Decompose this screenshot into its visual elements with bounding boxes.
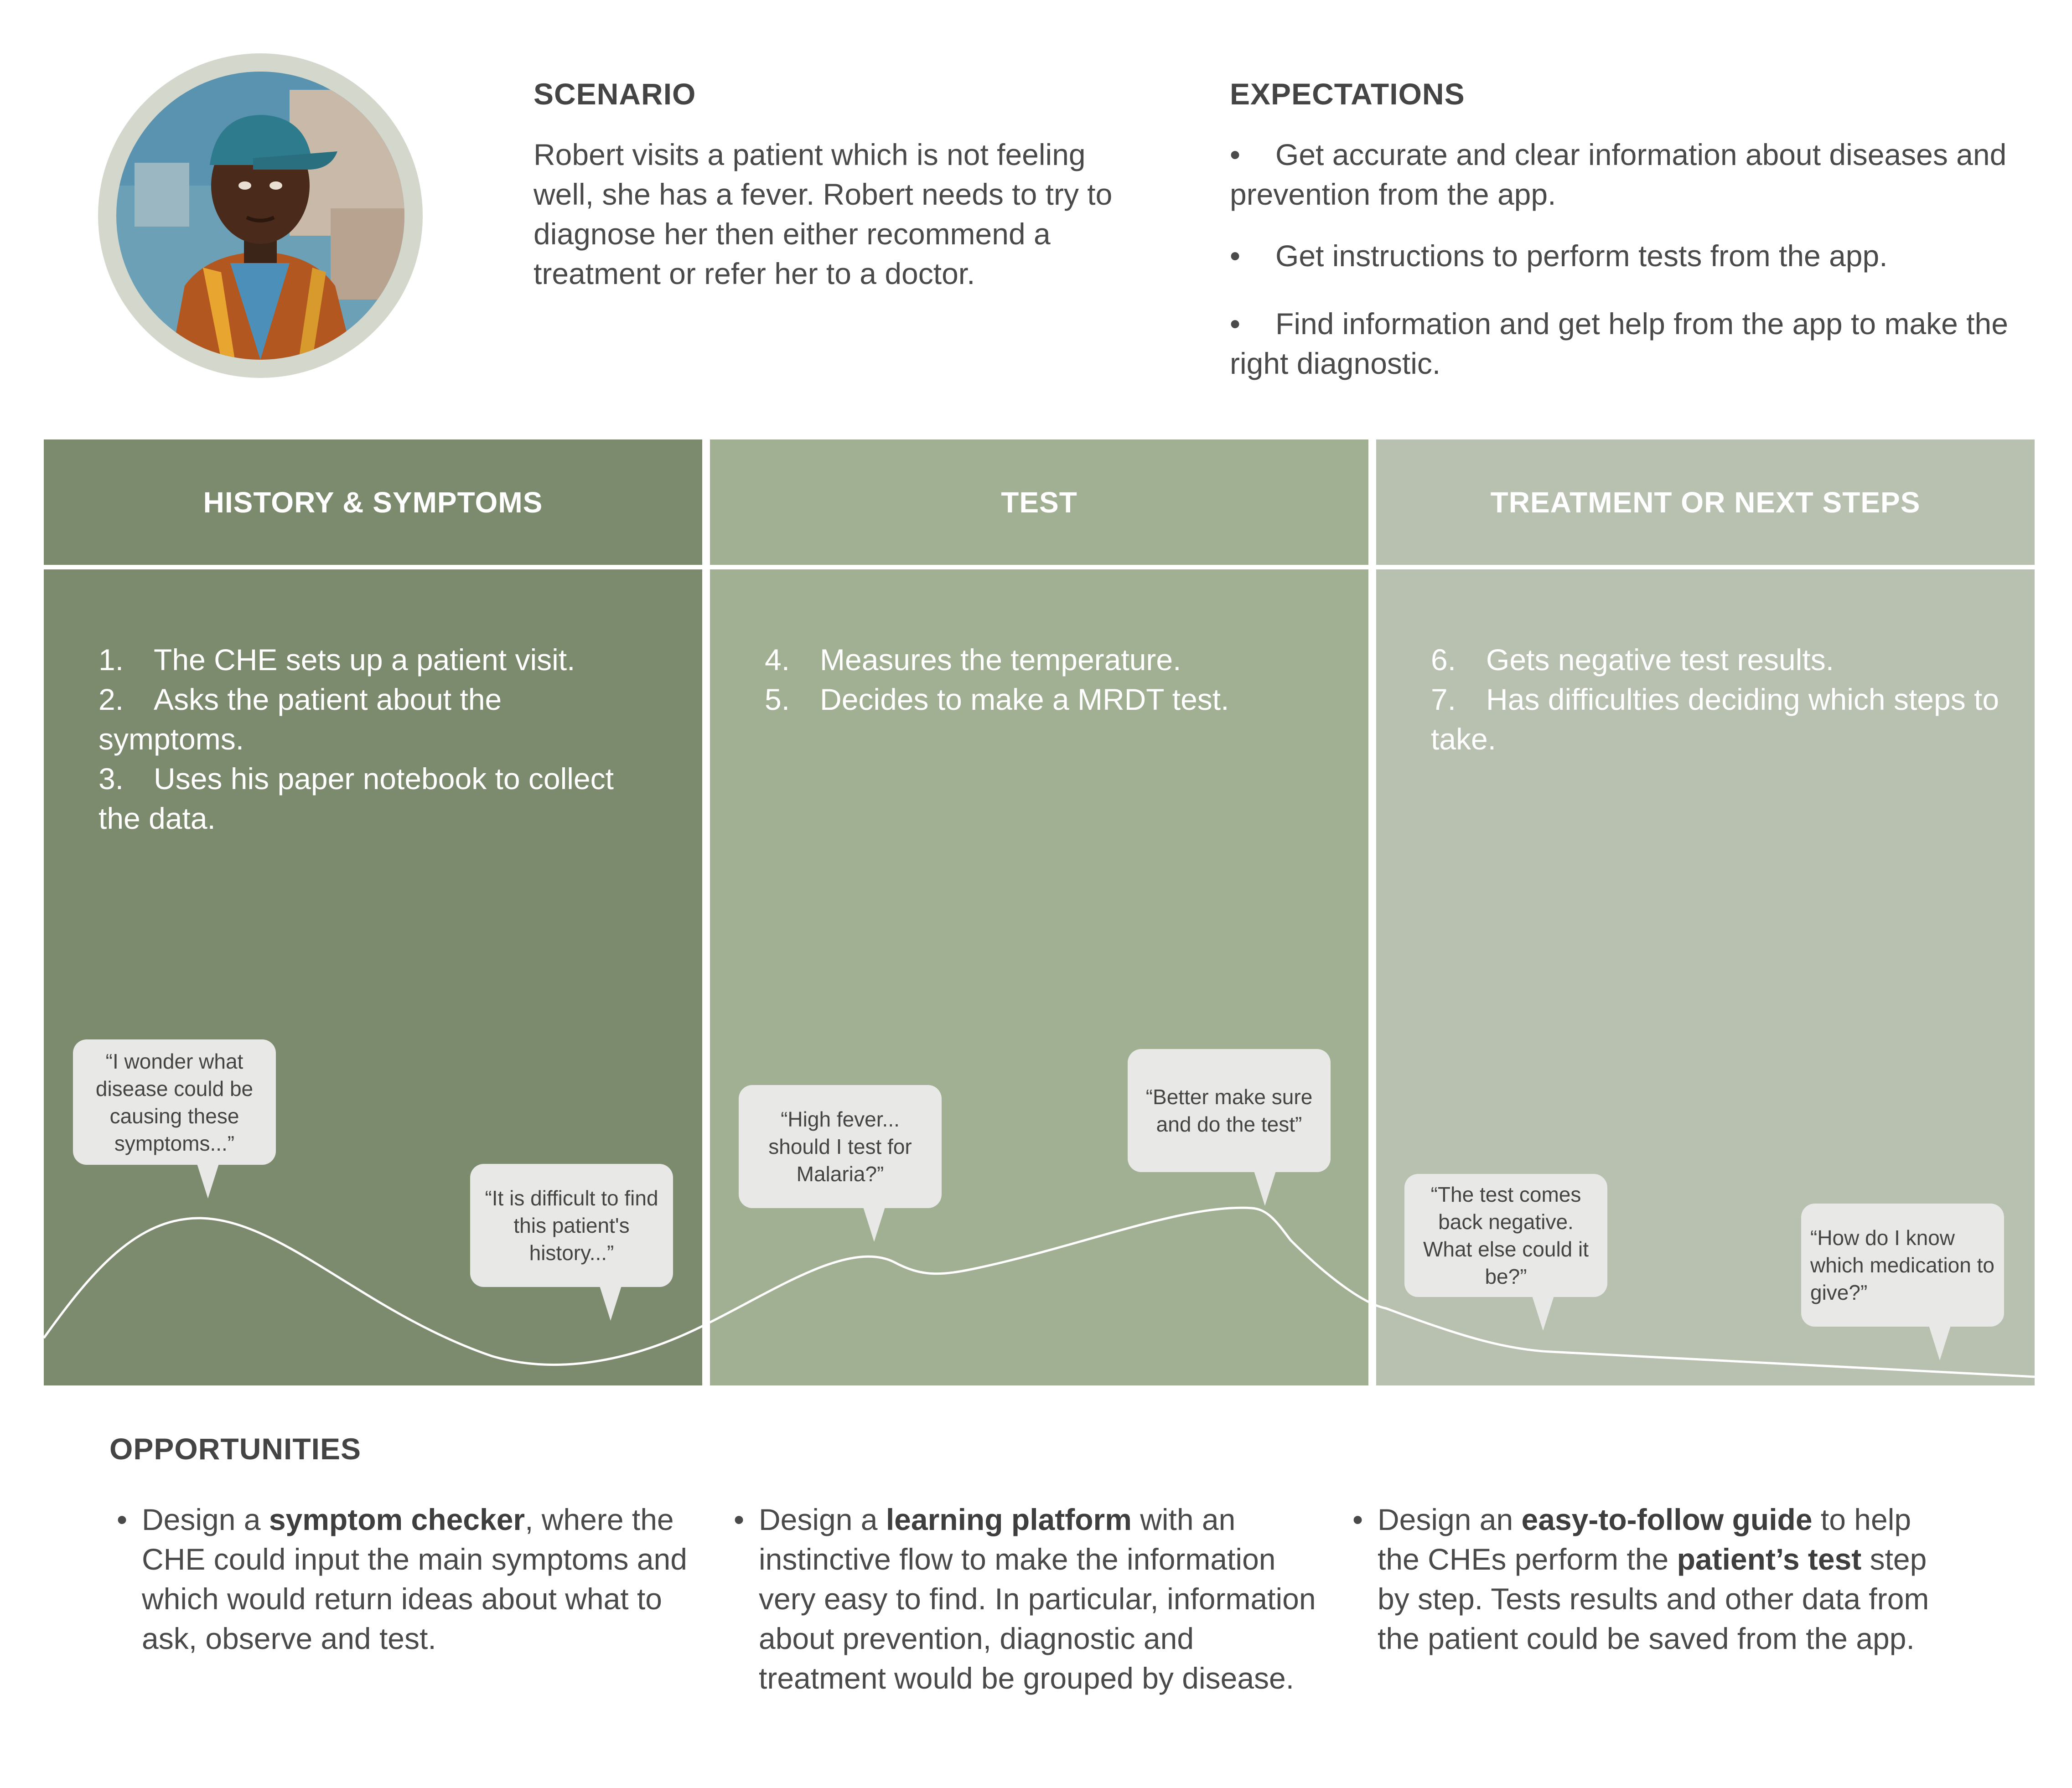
bubble-tail <box>197 1164 219 1199</box>
steps-list: 1. The CHE sets up a patient visit. 2. A… <box>98 640 646 838</box>
quote-bubble: “High fever... should I test for Malaria… <box>739 1085 942 1208</box>
emotion-line <box>42 1206 2035 1378</box>
bullet-icon: • <box>1352 1503 1363 1536</box>
step-item: 4. Measures the temperature. <box>765 643 1181 677</box>
highlight-symptom-checker: symptom checker <box>269 1503 525 1536</box>
bullet-icon: • <box>1230 307 1241 341</box>
column-header-treatment: TREATMENT OR NEXT STEPS <box>1376 439 2035 565</box>
bullet-icon: • <box>734 1503 745 1536</box>
column-body-test: 4. Measures the temperature. 5. Decides … <box>710 569 1368 1385</box>
highlight-patient-test: patient’s test <box>1677 1542 1862 1576</box>
quote-bubble: “How do I know which medication to give?… <box>1801 1204 2004 1327</box>
step-item: 7. Has difficulties deciding which steps… <box>1431 682 1999 756</box>
column-header-test: TEST <box>710 439 1368 565</box>
quote-bubble: “I wonder what disease could be causing … <box>73 1039 276 1165</box>
expectation-item: • Find information and get help from the… <box>1230 304 2051 383</box>
opportunity-item: • Design an easy-to-follow guide to help… <box>1350 1500 1942 1659</box>
scenario-title: SCENARIO <box>534 77 696 111</box>
expectation-item: • Get instructions to perform tests from… <box>1230 236 2051 276</box>
highlight-learning-platform: learning platform <box>886 1503 1132 1536</box>
highlight-easy-guide: easy-to-follow guide <box>1521 1503 1813 1536</box>
steps-list: 6. Gets negative test results. 7. Has di… <box>1431 640 2001 759</box>
step-item: 1. The CHE sets up a patient visit. <box>98 643 575 677</box>
step-item: 6. Gets negative test results. <box>1431 643 1834 677</box>
bubble-tail <box>1929 1326 1951 1360</box>
opportunities-title: OPPORTUNITIES <box>109 1432 362 1466</box>
scenario-text: Robert visits a patient which is not fee… <box>534 138 1113 290</box>
step-item: 2. Asks the patient about the symptoms. <box>98 682 502 756</box>
step-item: 5. Decides to make a MRDT test. <box>765 682 1229 716</box>
expectations-title: EXPECTATIONS <box>1230 77 1465 111</box>
quote-bubble: “The test comes back negative. What else… <box>1404 1174 1607 1297</box>
bubble-tail <box>1532 1296 1554 1331</box>
quote-bubble: “Better make sure and do the test” <box>1128 1049 1331 1172</box>
bullet-icon: • <box>117 1503 128 1536</box>
bullet-icon: • <box>1230 239 1241 273</box>
step-item: 3. Uses his paper notebook to collect th… <box>98 762 614 835</box>
bubble-tail <box>863 1207 885 1242</box>
opportunity-item: • Design a learning platform with an ins… <box>731 1500 1324 1698</box>
expectation-item: • Get accurate and clear information abo… <box>1230 135 2051 214</box>
quote-bubble: “It is difficult to find this patient's … <box>470 1164 673 1287</box>
column-header-history: HISTORY & SYMPTOMS <box>44 439 702 565</box>
opportunity-item: • Design a symptom checker, where the CH… <box>114 1500 707 1659</box>
steps-list: 4. Measures the temperature. 5. Decides … <box>765 640 1335 719</box>
bubble-tail <box>600 1286 622 1321</box>
bubble-tail <box>1254 1171 1276 1206</box>
bullet-icon: • <box>1230 138 1241 171</box>
